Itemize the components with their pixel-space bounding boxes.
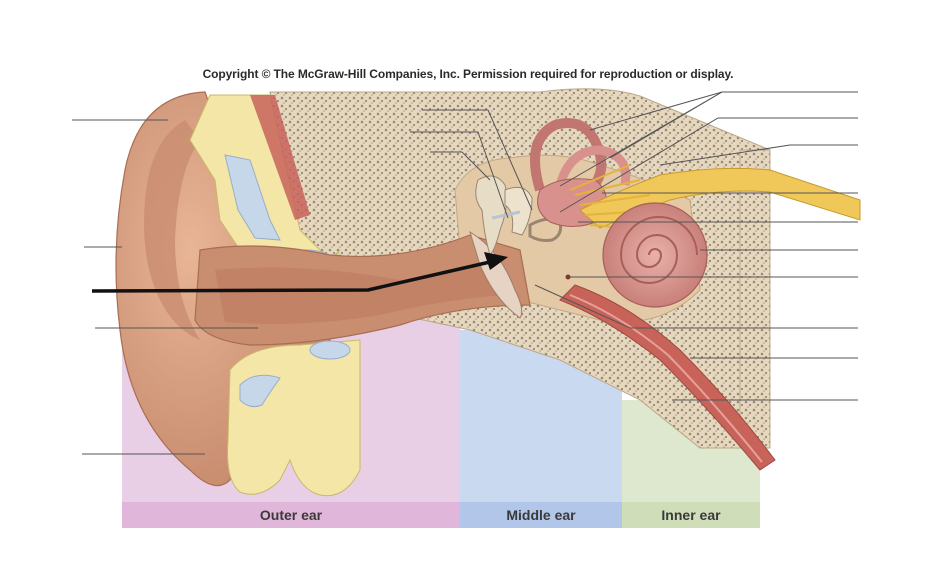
- cochlea: [602, 202, 708, 308]
- bone-edge: [739, 149, 771, 449]
- upper-cartilage-core: [224, 154, 281, 241]
- leader-right-8: [534, 284, 858, 329]
- middle-ear-bar: [460, 502, 622, 528]
- pointer-arrow-line: [91, 260, 491, 293]
- pointer-arrow: [91, 252, 508, 293]
- top-leader-lines: [410, 109, 533, 219]
- leader-top-1: [422, 109, 533, 211]
- leader-right-2: [559, 117, 858, 213]
- cochlea-spiral: [619, 216, 698, 284]
- lower-cartilage: [239, 374, 281, 408]
- outer-ear-label: Outer ear: [260, 507, 323, 523]
- outer-ear-bar: [122, 502, 460, 528]
- leader-right-1c: [559, 91, 723, 187]
- malleus: [475, 175, 508, 256]
- lower-cartilage-2: [309, 340, 351, 360]
- semicircular-canals-2: [555, 145, 631, 187]
- tensor-tympani: [491, 210, 521, 220]
- right-leader-lines: [534, 91, 858, 401]
- auricular-muscle: [250, 95, 310, 220]
- semicircular-canals: [530, 118, 607, 194]
- leader-right-3: [659, 144, 858, 166]
- pointer-arrowhead: [484, 252, 508, 270]
- auditory-tube-lining: [569, 294, 763, 463]
- nerve-fibers: [569, 164, 661, 231]
- leader-top-2: [410, 131, 509, 219]
- round-window: [565, 274, 571, 280]
- inner-ear-bar: [622, 502, 760, 528]
- auditory-tube: [559, 284, 776, 471]
- left-leader-lines: [72, 119, 258, 455]
- helix-fold: [144, 120, 200, 340]
- leader-top-3: [430, 151, 491, 181]
- copyright-notice: Copyright © The McGraw-Hill Companies, I…: [202, 67, 734, 81]
- inner-ear-label: Inner ear: [661, 507, 721, 523]
- middle-ear-label: Middle ear: [506, 507, 576, 523]
